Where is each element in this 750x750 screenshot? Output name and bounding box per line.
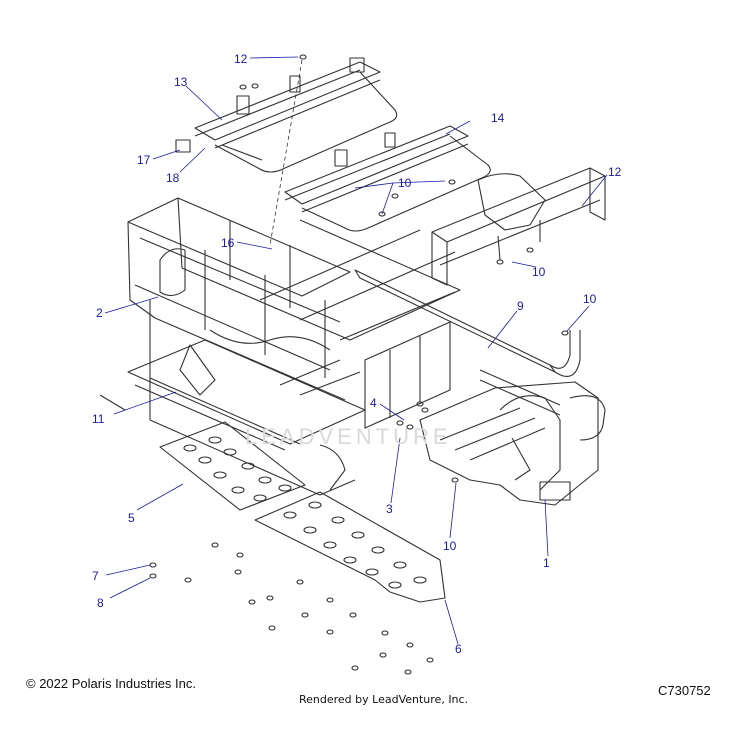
rendered-by: Rendered by LeadVenture, Inc. (299, 693, 469, 706)
part-code: C730752 (658, 683, 711, 698)
callout-3: 3 (386, 502, 393, 516)
skid-plate-rear (254, 491, 446, 603)
callout-8: 8 (97, 596, 104, 610)
callout-18: 18 (166, 171, 180, 185)
watermark: LEADVENTURE (245, 424, 452, 449)
callout-6: 6 (455, 642, 462, 656)
front-frame (419, 381, 606, 506)
callout-10b: 10 (532, 265, 546, 279)
callout-17: 17 (137, 153, 151, 167)
callout-10c: 10 (583, 292, 597, 306)
callout-1: 1 (543, 556, 550, 570)
copyright: © 2022 Polaris Industries Inc. (26, 676, 196, 691)
leader-lines (104, 56, 608, 645)
rear-rack-upper (175, 57, 398, 173)
floor-tray (99, 339, 366, 451)
rear-tube (354, 269, 581, 416)
main-frame (127, 197, 461, 496)
alignment-line (269, 59, 303, 246)
callout-4: 4 (370, 396, 377, 410)
callout-5: 5 (128, 511, 135, 525)
frame-bracket-upper (431, 167, 606, 286)
callout-2: 2 (96, 306, 103, 320)
fasteners (149, 54, 569, 675)
callout-12: 12 (608, 165, 622, 179)
callout-13: 13 (174, 75, 188, 89)
callout-10a: 10 (398, 176, 412, 190)
callout-15: 12 (234, 52, 248, 66)
callout-14: 14 (491, 111, 505, 125)
callout-10d: 10 (443, 539, 457, 553)
callout-7: 7 (92, 569, 99, 583)
skid-plate-front (159, 421, 306, 511)
rear-rack-lower (284, 125, 491, 232)
callout-9: 9 (517, 299, 524, 313)
callout-11: 11 (92, 412, 105, 426)
callout-16: 16 (221, 236, 235, 250)
